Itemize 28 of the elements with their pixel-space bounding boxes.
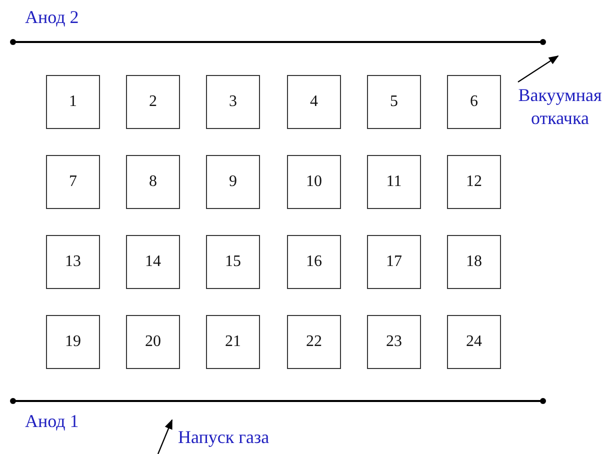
sample-cell: 23 bbox=[367, 315, 421, 369]
sample-cell: 8 bbox=[126, 155, 180, 209]
sample-cell: 17 bbox=[367, 235, 421, 289]
sample-cell: 6 bbox=[447, 75, 501, 129]
sample-cell: 14 bbox=[126, 235, 180, 289]
sample-cell: 2 bbox=[126, 75, 180, 129]
sample-cell: 1 bbox=[46, 75, 100, 129]
sample-cell: 10 bbox=[287, 155, 341, 209]
sample-cell: 19 bbox=[46, 315, 100, 369]
flow-label: Вакуумная откачка bbox=[517, 84, 603, 129]
electrode-label: Анод 2 bbox=[25, 6, 79, 28]
sample-cell: 4 bbox=[287, 75, 341, 129]
sample-cell: 20 bbox=[126, 315, 180, 369]
sample-cell: 5 bbox=[367, 75, 421, 129]
sample-cell: 11 bbox=[367, 155, 421, 209]
sample-cell: 21 bbox=[206, 315, 260, 369]
sample-cell: 12 bbox=[447, 155, 501, 209]
sample-cell: 15 bbox=[206, 235, 260, 289]
sample-cell: 16 bbox=[287, 235, 341, 289]
sample-cell: 13 bbox=[46, 235, 100, 289]
sample-cell: 18 bbox=[447, 235, 501, 289]
flow-label: Напуск газа bbox=[178, 426, 270, 448]
electrode-label: Анод 1 bbox=[25, 410, 79, 432]
sample-cell: 24 bbox=[447, 315, 501, 369]
sample-cell: 3 bbox=[206, 75, 260, 129]
sample-cell: 7 bbox=[46, 155, 100, 209]
sample-cell: 9 bbox=[206, 155, 260, 209]
sample-cell: 22 bbox=[287, 315, 341, 369]
